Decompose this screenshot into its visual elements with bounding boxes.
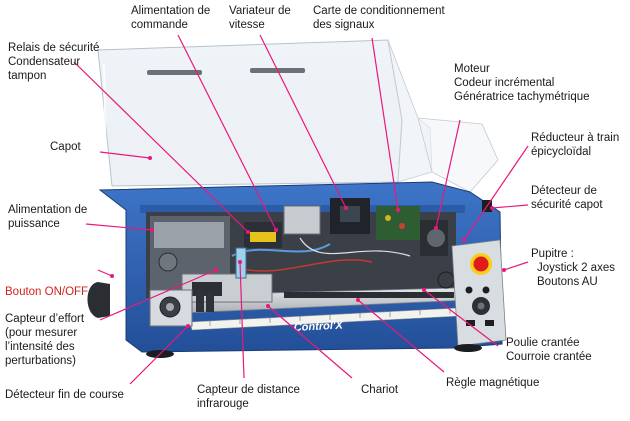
cover-handle-left	[147, 70, 202, 75]
arrow-heads	[110, 156, 506, 328]
capot-cover	[97, 39, 499, 193]
pupitre-panel	[451, 239, 507, 347]
brand-text: Control'X	[294, 319, 344, 334]
label-chariot: Chariot	[361, 384, 399, 396]
command-power-supply	[283, 205, 321, 235]
estop-button	[473, 256, 489, 272]
label-capot: Capot	[50, 141, 81, 153]
label-bouton-onoff: Bouton ON/OFF	[5, 286, 89, 298]
callout-arrows	[73, 34, 529, 385]
right-pulley	[437, 271, 455, 289]
magnetic-ruler	[284, 292, 454, 298]
limit-switch	[196, 290, 204, 312]
relay-yellow	[250, 232, 276, 242]
side-handle	[87, 282, 110, 318]
label-detecteur-fin-course: Détecteur fin de course	[5, 389, 124, 401]
label-regle-magnetique: Règle magnétique	[446, 377, 540, 389]
